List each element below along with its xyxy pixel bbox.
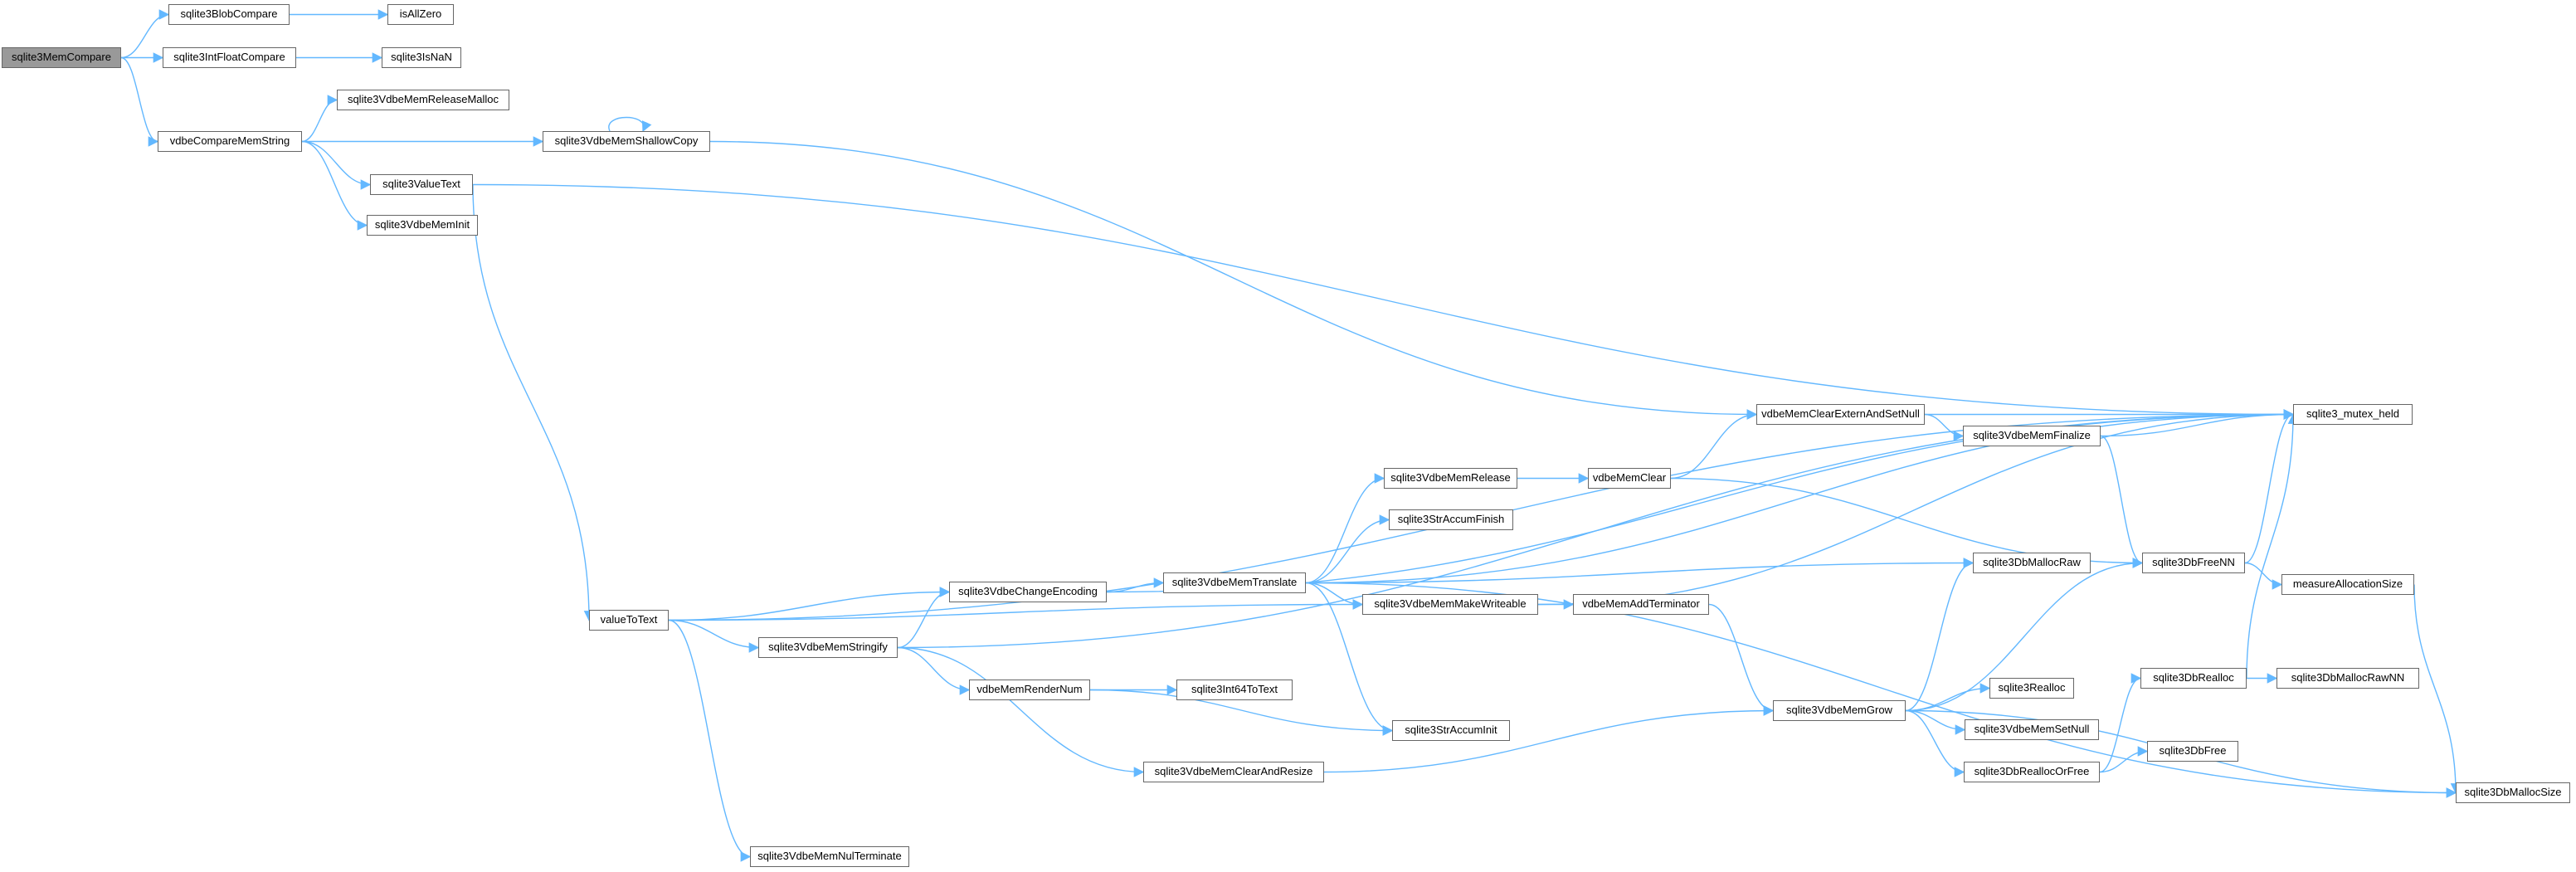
- edge-sqlite3VdbeMemGrow-to-sqlite3DbMallocRaw: [1905, 558, 1975, 712]
- edge-vdbeMemAddTerminator-to-sqlite3VdbeMemGrow: [1708, 603, 1775, 716]
- node-sqlite3ValueText[interactable]: sqlite3ValueText: [370, 174, 473, 195]
- edge-vdbeMemClear-to-vdbeMemClearExternAndSetNull: [1670, 409, 1758, 480]
- node-sqlite3BlobCompare[interactable]: sqlite3BlobCompare: [168, 4, 290, 25]
- edge-sqlite3ValueText-to-valueToText: [472, 184, 595, 621]
- edge-sqlite3VdbeMemShallowCopy-to-vdbeMemClearExternAndSetNull: [709, 140, 1758, 420]
- edge-sqlite3DbFreeNN-to-sqlite3_mutex_held: [2244, 409, 2295, 564]
- edge-measureAllocationSize-to-sqlite3DbMallocSize: [2413, 584, 2462, 794]
- edge-sqlite3VdbeMemTranslate-to-sqlite3StrAccumInit: [1305, 582, 1394, 736]
- node-sqlite3VdbeMemInit[interactable]: sqlite3VdbeMemInit: [367, 215, 478, 236]
- node-valueToText[interactable]: valueToText: [589, 610, 669, 631]
- edge-sqlite3VdbeMemClearAndResize-to-sqlite3VdbeMemGrow: [1323, 705, 1775, 773]
- edge-sqlite3VdbeMemStringify-to-vdbeMemRenderNum: [897, 646, 971, 695]
- node-sqlite3VdbeMemFinalize[interactable]: sqlite3VdbeMemFinalize: [1963, 426, 2101, 446]
- edge-sqlite3VdbeChangeEncoding-to-sqlite3_mutex_held: [1106, 409, 2295, 593]
- node-sqlite3VdbeMemStringify[interactable]: sqlite3VdbeMemStringify: [758, 637, 898, 658]
- edge-vdbeMemClear-to-sqlite3DbFreeNN: [1670, 477, 2144, 568]
- node-isAllZero[interactable]: isAllZero: [387, 4, 454, 25]
- node-sqlite3DbMallocRawNN[interactable]: sqlite3DbMallocRawNN: [2277, 668, 2419, 689]
- node-sqlite3VdbeMemSetNull[interactable]: sqlite3VdbeMemSetNull: [1965, 719, 2099, 740]
- edge-valueToText-to-sqlite3VdbeChangeEncoding: [668, 587, 951, 621]
- node-sqlite3DbMallocRaw[interactable]: sqlite3DbMallocRaw: [1973, 553, 2091, 573]
- node-sqlite3DbFreeNN[interactable]: sqlite3DbFreeNN: [2142, 553, 2245, 573]
- node-vdbeMemAddTerminator[interactable]: vdbeMemAddTerminator: [1573, 594, 1709, 615]
- edge-vdbeMemClearExternAndSetNull-to-sqlite3VdbeMemFinalize: [1924, 413, 1965, 441]
- node-vdbeMemClearExternAndSetNull[interactable]: vdbeMemClearExternAndSetNull: [1756, 404, 1925, 425]
- edge-vdbeMemRenderNum-to-sqlite3StrAccumInit: [1089, 689, 1394, 736]
- node-sqlite3DbMallocSize[interactable]: sqlite3DbMallocSize: [2456, 782, 2570, 803]
- node-measureAllocationSize[interactable]: measureAllocationSize: [2281, 574, 2414, 595]
- node-sqlite3VdbeMemReleaseMalloc[interactable]: sqlite3VdbeMemReleaseMalloc: [337, 90, 509, 110]
- node-sqlite3DbFree[interactable]: sqlite3DbFree: [2147, 741, 2238, 762]
- node-sqlite3VdbeMemShallowCopy[interactable]: sqlite3VdbeMemShallowCopy: [543, 131, 710, 152]
- node-vdbeMemClear[interactable]: vdbeMemClear: [1588, 468, 1671, 489]
- edge-valueToText-to-sqlite3VdbeMemMakeWriteable: [668, 599, 1364, 621]
- edge-sqlite3VdbeMemGrow-to-sqlite3DbReallocOrFree: [1905, 709, 1965, 777]
- edge-valueToText-to-sqlite3VdbeMemNulTerminate: [668, 619, 752, 862]
- node-sqlite3StrAccumFinish[interactable]: sqlite3StrAccumFinish: [1389, 509, 1513, 530]
- edge-sqlite3DbReallocOrFree-to-sqlite3DbFree: [2099, 746, 2149, 773]
- node-sqlite3VdbeMemGrow[interactable]: sqlite3VdbeMemGrow: [1773, 700, 1906, 721]
- node-sqlite3VdbeMemMakeWriteable[interactable]: sqlite3VdbeMemMakeWriteable: [1362, 594, 1538, 615]
- edge-sqlite3VdbeChangeEncoding-to-sqlite3VdbeMemTranslate: [1106, 577, 1165, 593]
- node-sqlite3VdbeMemNulTerminate[interactable]: sqlite3VdbeMemNulTerminate: [750, 846, 909, 867]
- node-sqlite3IntFloatCompare[interactable]: sqlite3IntFloatCompare: [163, 47, 296, 68]
- node-sqlite3VdbeMemTranslate[interactable]: sqlite3VdbeMemTranslate: [1163, 572, 1306, 593]
- node-vdbeMemRenderNum[interactable]: vdbeMemRenderNum: [969, 680, 1090, 700]
- node-sqlite3StrAccumInit[interactable]: sqlite3StrAccumInit: [1392, 720, 1510, 741]
- edge-sqlite3VdbeMemTranslate-to-sqlite3VdbeMemRelease: [1305, 473, 1385, 584]
- edge-vdbeCompareMemString-to-sqlite3VdbeMemReleaseMalloc: [301, 95, 338, 143]
- edge-sqlite3VdbeMemGrow-to-sqlite3DbFreeNN: [1905, 558, 2144, 712]
- node-sqlite3VdbeMemRelease[interactable]: sqlite3VdbeMemRelease: [1384, 468, 1517, 489]
- edge-sqlite3VdbeMemMakeWriteable-to-sqlite3_mutex_held: [1537, 409, 2295, 606]
- edge-sqlite3VdbeMemShallowCopy-to-sqlite3VdbeMemShallowCopy: [608, 116, 652, 133]
- edge-vdbeCompareMemString-to-sqlite3VdbeMemInit: [301, 140, 368, 231]
- edge-sqlite3VdbeMemFinalize-to-sqlite3DbFreeNN: [2100, 435, 2144, 568]
- edge-valueToText-to-sqlite3VdbeMemStringify: [668, 619, 760, 653]
- edge-sqlite3VdbeMemTranslate-to-sqlite3_mutex_held: [1305, 409, 2295, 584]
- edge-sqlite3ValueText-to-sqlite3_mutex_held: [472, 183, 2295, 420]
- edge-sqlite3MemCompare-to-sqlite3BlobCompare: [120, 9, 170, 59]
- node-sqlite3DbRealloc[interactable]: sqlite3DbRealloc: [2140, 668, 2247, 689]
- edge-sqlite3VdbeMemGrow-to-sqlite3Realloc: [1905, 683, 1991, 712]
- node-vdbeCompareMemString[interactable]: vdbeCompareMemString: [158, 131, 302, 152]
- edge-sqlite3VdbeMemTranslate-to-sqlite3VdbeMemMakeWriteable: [1305, 582, 1364, 610]
- node-sqlite3VdbeChangeEncoding[interactable]: sqlite3VdbeChangeEncoding: [949, 582, 1107, 602]
- node-sqlite3VdbeMemClearAndResize[interactable]: sqlite3VdbeMemClearAndResize: [1143, 762, 1324, 782]
- node-sqlite3DbReallocOrFree[interactable]: sqlite3DbReallocOrFree: [1964, 762, 2100, 782]
- node-sqlite3Int64ToText[interactable]: sqlite3Int64ToText: [1176, 680, 1293, 700]
- edge-sqlite3VdbeMemTranslate-to-sqlite3StrAccumFinish: [1305, 514, 1390, 584]
- node-sqlite3Realloc[interactable]: sqlite3Realloc: [1989, 678, 2074, 699]
- edge-sqlite3MemCompare-to-vdbeCompareMemString: [120, 56, 159, 147]
- edge-sqlite3DbFreeNN-to-measureAllocationSize: [2244, 562, 2283, 590]
- edge-sqlite3DbReallocOrFree-to-sqlite3DbRealloc: [2099, 673, 2142, 773]
- edge-sqlite3VdbeMemStringify-to-sqlite3VdbeMemClearAndResize: [897, 646, 1145, 777]
- node-sqlite3MemCompare: sqlite3MemCompare: [2, 47, 121, 68]
- edge-sqlite3VdbeMemStringify-to-sqlite3VdbeChangeEncoding: [897, 587, 951, 649]
- edge-vdbeCompareMemString-to-sqlite3ValueText: [301, 140, 372, 190]
- edge-sqlite3DbRealloc-to-sqlite3_mutex_held: [2246, 413, 2299, 679]
- node-sqlite3IsNaN[interactable]: sqlite3IsNaN: [382, 47, 461, 68]
- node-sqlite3_mutex_held[interactable]: sqlite3_mutex_held: [2293, 404, 2413, 425]
